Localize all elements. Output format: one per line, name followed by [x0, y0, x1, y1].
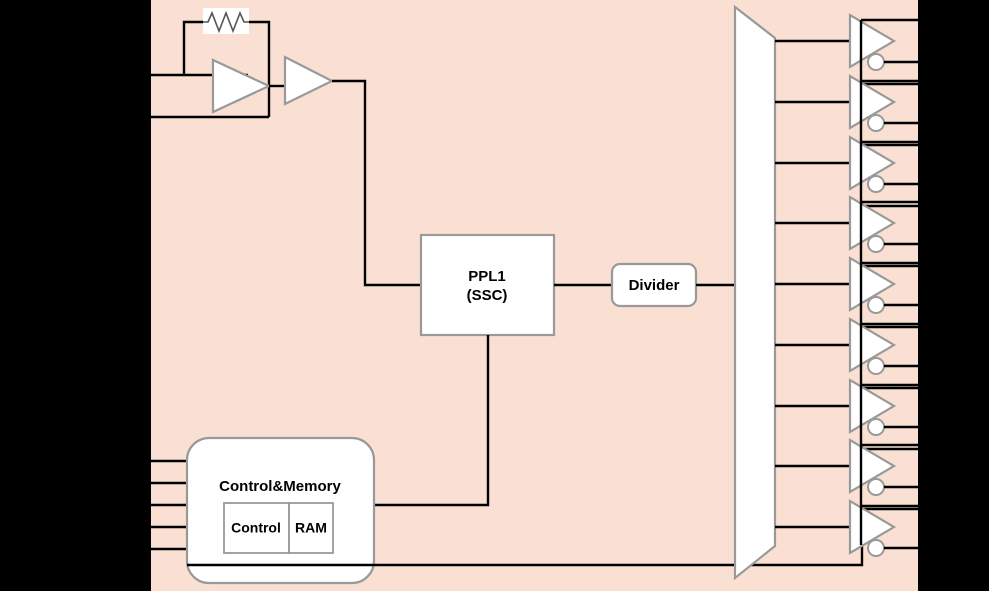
- output-buffer-6[interactable]: [848, 317, 918, 390]
- clock-fanout-tree-block[interactable]: [733, 4, 777, 581]
- fanout-branch-wires: [775, 39, 850, 529]
- output-buffer-5[interactable]: [848, 256, 918, 329]
- control-sub-label: Control: [231, 520, 281, 536]
- output-buffer-3[interactable]: [848, 135, 918, 208]
- control-memory-label: Control&Memory: [219, 478, 341, 495]
- resistor-zigzag-icon: [203, 10, 249, 34]
- inverting-bubble-icon: [867, 478, 885, 496]
- inverting-bubble-icon: [867, 296, 885, 314]
- divider-block[interactable]: Divider: [610, 262, 698, 308]
- diagram-canvas: PPL1 (SSC) Divider: [151, 0, 918, 591]
- control-memory-block[interactable]: Control&Memory Control RAM: [185, 436, 376, 585]
- output-buffer-group: [848, 13, 918, 557]
- output-buffer-7[interactable]: [848, 378, 918, 451]
- output-buffer-1[interactable]: [848, 13, 918, 86]
- osc-to-pll-wire: [332, 79, 421, 287]
- inverting-bubble-icon: [867, 114, 885, 132]
- output-buffer-9[interactable]: [848, 499, 918, 557]
- pll-label-line1: PPL1: [468, 268, 506, 285]
- output-buffer-4[interactable]: [848, 195, 918, 268]
- ram-sub-label: RAM: [295, 520, 327, 536]
- control-bottom-bus-wire: [187, 545, 864, 567]
- divider-label: Divider: [629, 277, 680, 294]
- inverting-bubble-icon: [867, 418, 885, 436]
- inverting-bubble-icon: [867, 53, 885, 71]
- output-buffer-8[interactable]: [848, 438, 918, 511]
- ram-sub-block[interactable]: RAM: [288, 502, 334, 554]
- inverting-bubble-icon: [867, 357, 885, 375]
- inverting-bubble-icon: [867, 539, 885, 557]
- feedback-loop-wire: [182, 20, 271, 117]
- control-sub-block[interactable]: Control: [223, 502, 290, 554]
- pll-label-line2: (SSC): [467, 287, 508, 304]
- output-buffer-2[interactable]: [848, 74, 918, 147]
- oscillator-inverter-amp: [211, 58, 272, 114]
- inverting-bubble-icon: [867, 175, 885, 193]
- inverting-bubble-icon: [867, 235, 885, 253]
- feedback-resistor: [203, 8, 249, 34]
- control-input-wires: [151, 459, 191, 551]
- pll-block[interactable]: PPL1 (SSC): [419, 233, 556, 337]
- pll-to-control-wire: [374, 335, 490, 507]
- block-diagram-svg: PPL1 (SSC) Divider: [151, 4, 918, 585]
- oscillator-buffer-amp: [283, 55, 335, 106]
